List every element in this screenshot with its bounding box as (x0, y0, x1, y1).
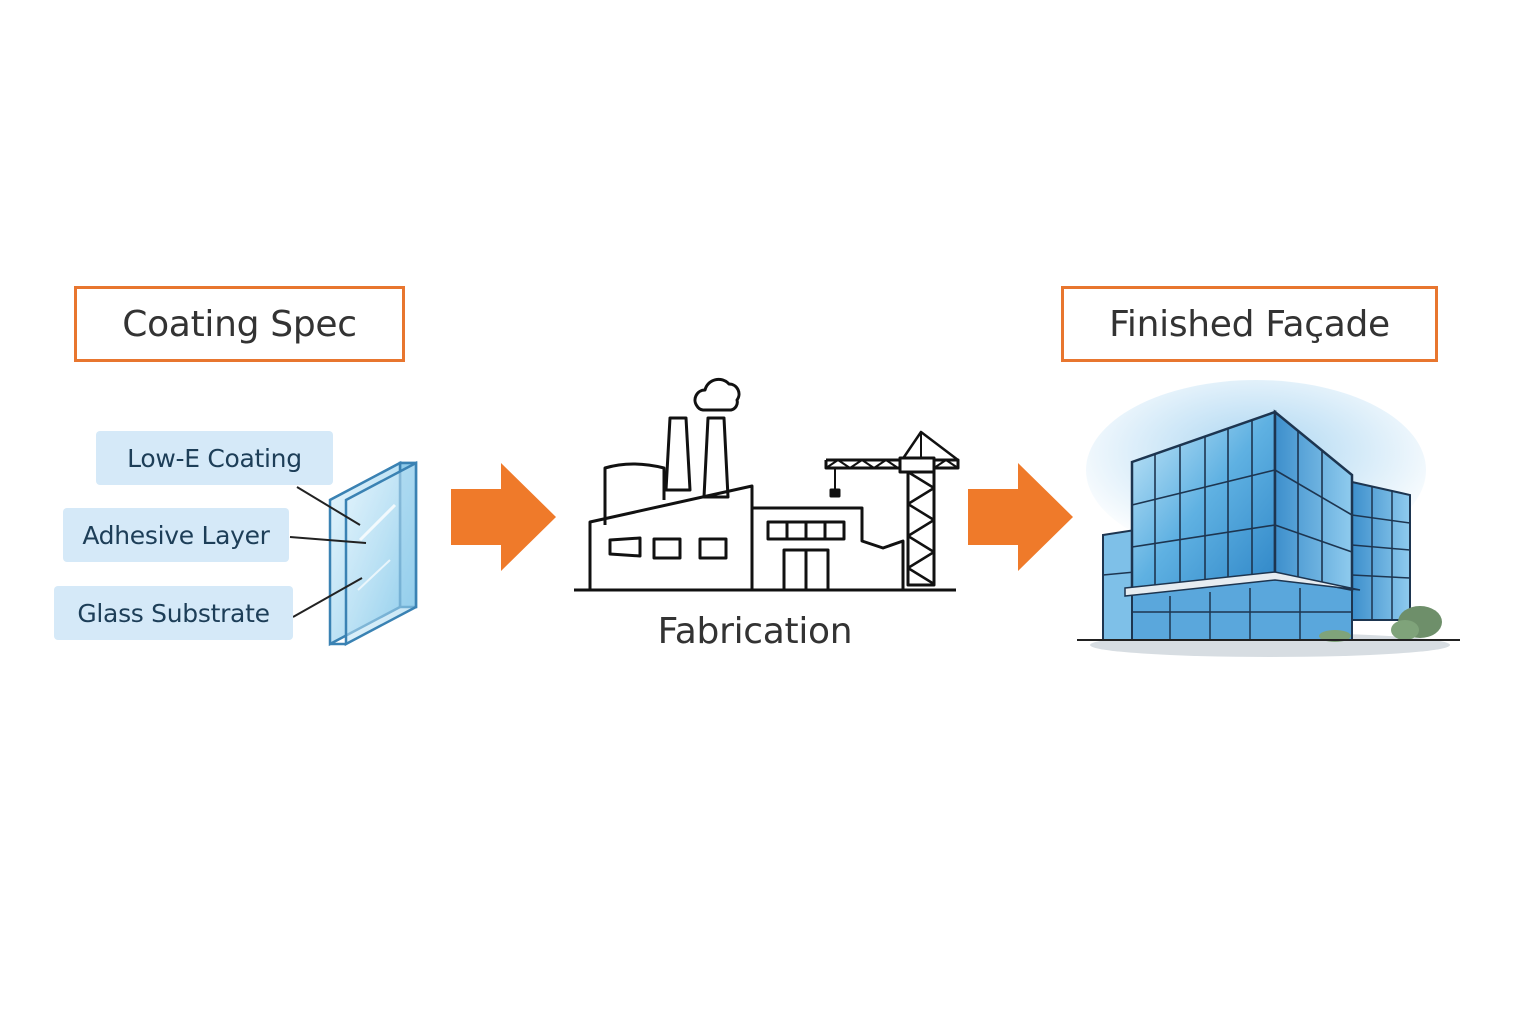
leader-line-substrate (292, 577, 363, 618)
stage-title-coating-spec: Coating Spec (74, 286, 405, 362)
factory-crane-icon (574, 377, 960, 592)
leader-line-adhesive (289, 536, 367, 544)
layer-label-glass-substrate: Glass Substrate (54, 586, 293, 640)
layer-label-adhesive-layer: Adhesive Layer (63, 508, 289, 562)
stage-title-finished-facade: Finished Façade (1061, 286, 1438, 362)
stage-title-fabrication: Fabrication (657, 610, 853, 652)
glass-pane-icon (328, 460, 418, 647)
arrow-right-icon (968, 463, 1073, 571)
layer-label-low-e-coating: Low-E Coating (96, 431, 333, 485)
arrow-right-icon (451, 463, 556, 571)
leader-line-low-e (296, 486, 361, 526)
glass-building-icon (1077, 380, 1460, 657)
